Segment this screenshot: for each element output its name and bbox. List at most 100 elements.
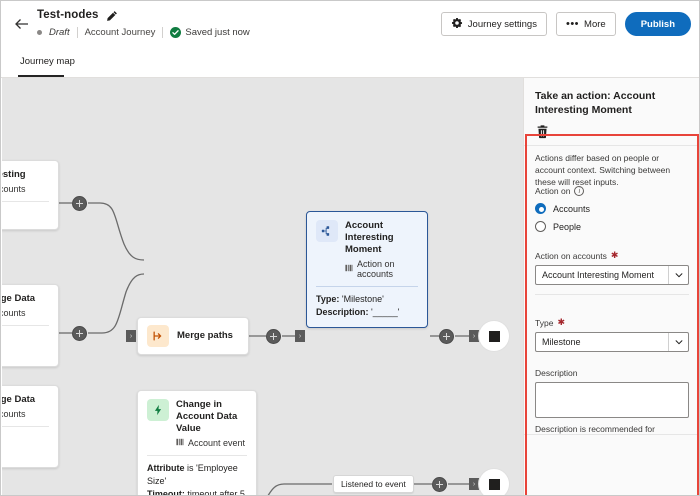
node-row-timeout-value: timeout after 5 days	[187, 489, 245, 495]
save-status-label: Saved just now	[185, 27, 250, 38]
type-value: Milestone	[542, 337, 581, 347]
panel-divider	[524, 145, 699, 146]
journey-settings-label: Journey settings	[467, 18, 537, 30]
action-on-accounts-icon	[345, 264, 353, 274]
node-inbound-connector[interactable]: ›	[469, 478, 479, 490]
node-row-type: Type: 'Milestone'	[316, 293, 418, 306]
node-left-bottom[interactable]: Change Data on accounts oyee Size' '	[2, 385, 59, 468]
tab-active-indicator	[18, 75, 64, 77]
back-arrow-icon[interactable]	[13, 15, 31, 33]
account-interesting-moment-icon	[316, 220, 338, 242]
add-step-handle[interactable]	[72, 326, 87, 341]
node-account-interesting-moment[interactable]: Account Interesting Moment Action on acc…	[306, 211, 428, 328]
save-status: Saved just now	[170, 27, 250, 38]
journey-settings-button[interactable]: Journey settings	[440, 12, 547, 36]
node-row-attribute: Attribute is 'Employee Size'	[147, 462, 247, 488]
node-left-top[interactable]: Interesting on accounts '	[2, 160, 59, 230]
tab-strip: Journey map	[1, 50, 699, 78]
account-event-icon	[176, 438, 184, 448]
add-step-handle[interactable]	[439, 329, 454, 344]
node-row-type-value: 'Milestone'	[341, 294, 384, 304]
panel-body: Actions differ based on people or accoun…	[524, 146, 699, 495]
node-title: Merge paths	[177, 330, 233, 341]
node-subtitle: on accounts	[2, 409, 35, 419]
pencil-icon[interactable]	[106, 9, 118, 21]
node-subtitle: Action on accounts	[345, 259, 418, 279]
node-body: '	[2, 202, 58, 229]
status-dot-icon	[37, 30, 42, 35]
node-change-in-account-data-value[interactable]: Change in Account Data Value Account eve…	[137, 390, 257, 495]
action-on-label: Action on	[535, 186, 571, 196]
node-inbound-connector[interactable]: ›	[469, 330, 479, 342]
end-node[interactable]	[479, 321, 509, 351]
node-subtitle-label: Action on accounts	[357, 259, 395, 279]
publish-label: Publish	[640, 18, 675, 30]
publish-button[interactable]: Publish	[624, 12, 691, 36]
node-header: Merge paths	[138, 325, 242, 347]
node-inbound-connector[interactable]: ›	[295, 330, 305, 342]
document-title-row: Test-nodes	[37, 9, 118, 21]
action-on-group: Action on i Accounts People	[535, 186, 687, 232]
node-inbound-connector[interactable]: ›	[126, 330, 136, 342]
radio-option-accounts[interactable]: Accounts	[535, 203, 687, 214]
node-merge-paths[interactable]: Merge paths	[137, 317, 249, 355]
add-step-handle[interactable]	[432, 477, 447, 492]
check-circle-icon	[170, 27, 182, 38]
branch-label-listened-to-event[interactable]: Listened to event	[333, 475, 414, 493]
chevron-down-icon	[668, 333, 688, 351]
end-node[interactable]	[479, 469, 509, 495]
action-on-accounts-value: Account Interesting Moment	[542, 270, 655, 280]
node-row-timeout-label: Timeout:	[147, 489, 185, 495]
node-divider	[316, 286, 418, 287]
journey-map-canvas[interactable]: Interesting on accounts ' Change Data on…	[2, 78, 523, 495]
meta-divider	[162, 27, 164, 38]
meta-divider	[76, 27, 78, 38]
info-icon[interactable]: i	[574, 186, 585, 196]
action-on-accounts-select[interactable]: Account Interesting Moment	[535, 265, 689, 285]
panel-helper-text: Actions differ based on people or accoun…	[535, 153, 671, 187]
add-step-handle[interactable]	[266, 329, 281, 344]
node-subtitle: on accounts	[2, 308, 35, 318]
trash-icon[interactable]	[535, 124, 551, 140]
more-label: More	[584, 18, 606, 30]
action-on-accounts-group: Action on accounts ✱ Account Interesting…	[535, 250, 689, 295]
node-subtitle-label: on accounts	[2, 184, 26, 194]
node-header: Interesting on accounts	[2, 161, 58, 199]
panel-title: Take an action: Account Interesting Mome…	[535, 90, 656, 116]
node-row-type-label: Type:	[316, 294, 340, 304]
tab-journey-map[interactable]: Journey map	[20, 56, 75, 67]
node-header: Change Data on accounts	[2, 285, 58, 323]
node-title: Interesting	[2, 169, 26, 180]
node-body: Type: 'Milestone' Description: '_____'	[307, 287, 427, 327]
merge-paths-icon	[147, 325, 169, 347]
node-header: Change Data on accounts	[2, 386, 58, 424]
node-row-description-label: Description:	[316, 307, 369, 317]
node-body: Attribute is 'Employee Size' Timeout: ti…	[138, 456, 256, 495]
more-button[interactable]: ••• More	[555, 12, 616, 36]
more-dots-icon: •••	[565, 17, 580, 30]
node-subtitle-label: Account event	[188, 438, 246, 448]
node-divider	[2, 325, 49, 326]
add-step-handle[interactable]	[72, 196, 87, 211]
node-title: Change in Account Data Value	[176, 399, 238, 434]
node-divider	[147, 455, 247, 456]
radio-accounts-indicator	[535, 203, 546, 214]
node-body-line-2: '	[2, 345, 49, 358]
type-group: Type ✱ Milestone	[535, 317, 689, 352]
radio-option-people[interactable]: People	[535, 221, 687, 232]
radio-people-indicator	[535, 221, 546, 232]
document-meta-row: Draft Account Journey Saved just now	[37, 27, 250, 38]
node-left-middle[interactable]: Change Data on accounts oyee Size' '	[2, 284, 59, 367]
node-body-line-1: oyee Size'	[2, 332, 49, 345]
node-divider	[2, 426, 49, 427]
stop-square-icon	[488, 330, 500, 342]
action-on-label-row: Action on i	[535, 186, 687, 196]
node-subtitle: on accounts	[2, 184, 26, 194]
description-input[interactable]	[535, 382, 689, 418]
type-select[interactable]: Milestone	[535, 332, 689, 352]
node-header-text: Account Interesting Moment Action on acc…	[345, 220, 418, 279]
node-title: Change Data	[2, 394, 36, 405]
page-title: Test-nodes	[37, 9, 99, 21]
stop-square-icon	[488, 478, 500, 490]
